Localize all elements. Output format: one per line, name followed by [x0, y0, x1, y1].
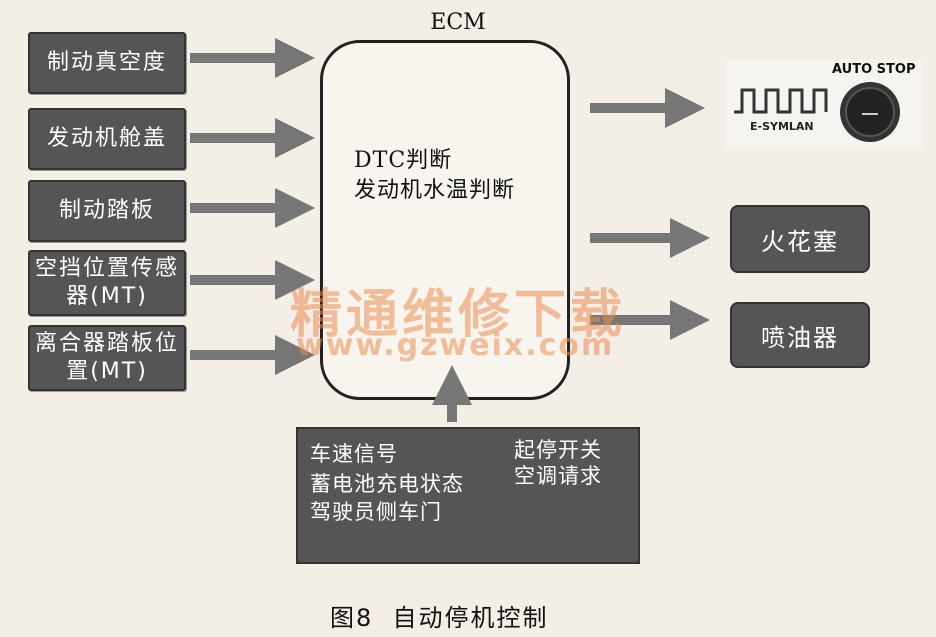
dashboard-sub-label: E-SYMLAN — [750, 120, 814, 133]
auto-stop-button-icon — [840, 82, 900, 142]
waveform-icon — [734, 88, 828, 114]
input-neutral-sensor: 空挡位置传感器(MT) — [28, 250, 186, 316]
input-brake-vacuum: 制动真空度 — [28, 32, 186, 94]
ecm-title: ECM — [430, 10, 486, 35]
watermark-text: 精通维修下载 — [290, 285, 627, 345]
signal-vehicle-speed: 车速信号 — [310, 442, 398, 466]
ecm-box — [320, 40, 570, 400]
signal-start-stop-switch: 起停开关 — [514, 438, 602, 462]
signals-box: 车速信号 蓄电池充电状态 驾驶员侧车门 起停开关 空调请求 — [296, 427, 640, 564]
output-spark-plug: 火花塞 — [730, 205, 870, 273]
signal-battery-state: 蓄电池充电状态 — [310, 472, 464, 496]
output-injector: 喷油器 — [730, 302, 870, 368]
ecm-judgment-text: DTC判断 发动机水温判断 — [354, 148, 516, 203]
input-clutch-pedal: 离合器踏板位置(MT) — [28, 325, 186, 391]
signal-driver-door: 驾驶员侧车门 — [310, 500, 442, 524]
input-engine-hood: 发动机舱盖 — [28, 108, 186, 170]
auto-stop-label: AUTO STOP — [832, 62, 916, 77]
figure-caption: 图8 自动停机控制 — [330, 604, 549, 632]
signal-ac-request: 空调请求 — [514, 464, 602, 488]
watermark-url: www.gzweix.com — [296, 328, 615, 363]
input-brake-pedal: 制动踏板 — [28, 180, 186, 242]
